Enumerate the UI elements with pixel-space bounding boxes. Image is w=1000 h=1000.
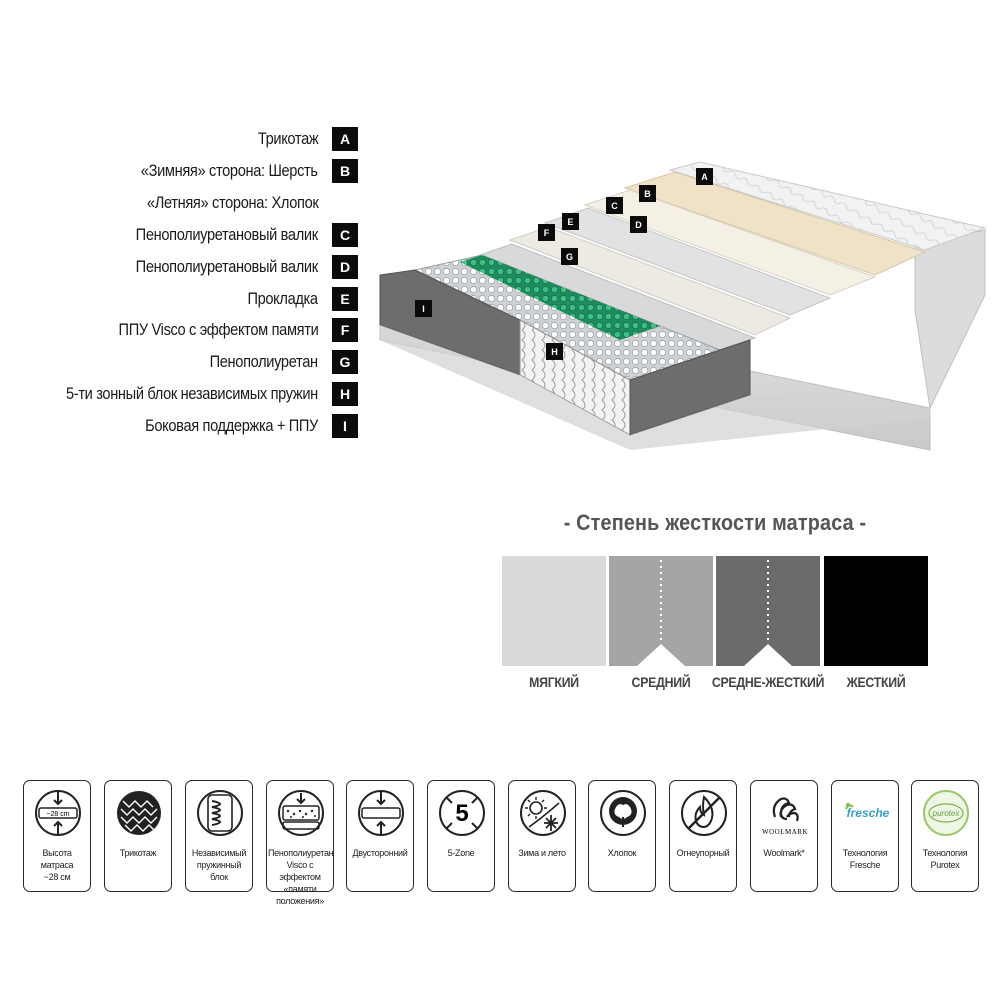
legend-row: Трикотаж A xyxy=(248,126,358,152)
feature-label: Woolmark* xyxy=(763,848,805,858)
legend-letter-badge: B xyxy=(332,158,358,183)
legend-row: ППУ Visco с эффектом памяти F xyxy=(86,317,358,343)
diagram-tag-g: G xyxy=(561,248,578,265)
legend-label: Трикотаж xyxy=(257,129,319,148)
svg-text:purotex: purotex xyxy=(932,809,961,818)
fireproof-icon xyxy=(678,787,730,839)
legend-row: Пенополиуретан G xyxy=(192,349,358,375)
two-sided-icon xyxy=(355,787,407,839)
legend-letter-badge: F xyxy=(332,318,358,343)
feature-label: Хлопок xyxy=(607,848,637,858)
firmness-swatch xyxy=(609,556,713,666)
diagram-tag-c: C xyxy=(606,197,623,214)
legend-label: «Летняя» сторона: Хлопок xyxy=(146,192,318,212)
mattress-illustration xyxy=(379,161,987,451)
legend-label: Прокладка xyxy=(247,288,319,308)
feature-card: ~28 cm Высота матраса ~28 см xyxy=(23,780,91,892)
legend-letter-badge: A xyxy=(332,127,358,151)
legend-letter-badge: D xyxy=(332,254,358,279)
legend-label: Пенополиуретан xyxy=(209,352,318,372)
feature-label: Пенополиуретан Visco с эффектом «памяти … xyxy=(268,848,334,906)
legend-row: Боковая поддержка + ППУ I xyxy=(117,413,358,439)
firmness-label: СРЕДНИЙ xyxy=(631,674,691,690)
firmness-swatch xyxy=(716,556,820,666)
feature-label: Трикотаж xyxy=(119,848,157,858)
legend-letter-badge: H xyxy=(332,382,358,407)
legend-letter-badge: E xyxy=(332,286,358,311)
legend-letter-badge: G xyxy=(332,350,358,375)
feature-card: Независимый пружинный блок xyxy=(185,780,253,892)
legend-label: 5-ти зонный блок независимых пружин xyxy=(66,384,318,404)
diagram-tag-h: H xyxy=(546,343,563,360)
legend-label: Пенополиуретановый валик xyxy=(135,256,318,276)
mattress-diagram: A B C D E F G H I xyxy=(370,150,990,460)
legend-label: Пенополиуретановый валик xyxy=(135,224,318,244)
feature-label: Двусторонний xyxy=(352,848,408,858)
legend-label: «Зимняя» сторона: Шерсть xyxy=(141,160,318,180)
firmness-title: - Степень жесткости матраса - xyxy=(563,510,867,535)
legend-row: «Зимняя» сторона: Шерсть B xyxy=(112,158,358,184)
diagram-tag-e: E xyxy=(562,213,579,230)
memory-foam-icon xyxy=(275,787,327,839)
diagram-tag-b: B xyxy=(639,185,656,202)
legend-row: «Летняя» сторона: Хлопок xyxy=(119,190,358,216)
feature-label: Технология Purotex xyxy=(922,848,968,870)
feature-card: Трикотаж xyxy=(104,780,172,892)
legend-label: Боковая поддержка + ППУ xyxy=(145,416,318,436)
firmness-label: ЖЕСТКИЙ xyxy=(846,674,906,690)
svg-text:fresche: fresche xyxy=(847,806,890,820)
diagram-tag-d: D xyxy=(630,216,647,233)
svg-text:WOOLMARK: WOOLMARK xyxy=(762,828,808,836)
feature-card: Огнеупорный xyxy=(669,780,737,892)
feature-label: Независимый пружинный блок xyxy=(191,848,247,882)
height-icon: ~28 cm xyxy=(32,787,84,839)
cotton-icon xyxy=(597,787,649,839)
legend-letter-badge xyxy=(332,191,358,215)
feature-label: Зима и лето xyxy=(518,848,566,858)
svg-text:~28 cm: ~28 cm xyxy=(46,811,69,818)
feature-card: Пенополиуретан Visco с эффектом «памяти … xyxy=(266,780,334,906)
firmness-label: МЯГКИЙ xyxy=(529,674,579,690)
firmness-indicator-icon xyxy=(637,560,685,666)
spring-icon xyxy=(194,787,246,839)
legend-letter-badge: I xyxy=(332,414,358,439)
firmness-swatch xyxy=(502,556,606,666)
legend-row: Пенополиуретановый валик D xyxy=(106,254,358,280)
feature-label: Высота матраса ~28 см xyxy=(40,848,74,882)
knit-icon xyxy=(113,787,165,839)
diagram-tag-a: A xyxy=(696,168,713,185)
firmness-label: СРЕДНЕ-ЖЕСТКИЙ xyxy=(711,674,825,690)
five-zone-icon: 5 xyxy=(436,787,488,839)
diagram-tag-i: I xyxy=(415,300,432,317)
feature-label: 5-Zone xyxy=(447,848,475,858)
purotex-icon: purotex xyxy=(920,787,972,839)
woolmark-icon: WOOLMARK xyxy=(759,787,811,839)
legend-row: Пенополиуретановый валик C xyxy=(106,222,358,248)
summer-winter-icon xyxy=(517,787,569,839)
legend-row: 5-ти зонный блок независимых пружин H xyxy=(25,381,358,407)
legend-letter-badge: C xyxy=(332,222,358,247)
feature-card: WOOLMARK Woolmark* xyxy=(750,780,818,892)
svg-text:5: 5 xyxy=(455,800,468,827)
legend-label: ППУ Visco с эффектом памяти xyxy=(118,320,318,340)
legend-row: Прокладка E xyxy=(236,286,358,312)
feature-label: Огнеупорный xyxy=(676,848,730,858)
firmness-indicator-icon xyxy=(744,560,792,666)
feature-card: Хлопок xyxy=(588,780,656,892)
feature-card: Зима и лето xyxy=(508,780,576,892)
fresche-icon: fresche xyxy=(840,787,892,839)
feature-card: 5 5-Zone xyxy=(427,780,495,892)
feature-card: Двусторонний xyxy=(346,780,414,892)
feature-label: Технология Fresche xyxy=(842,848,888,870)
diagram-tag-f: F xyxy=(538,224,555,241)
firmness-swatch xyxy=(824,556,928,666)
